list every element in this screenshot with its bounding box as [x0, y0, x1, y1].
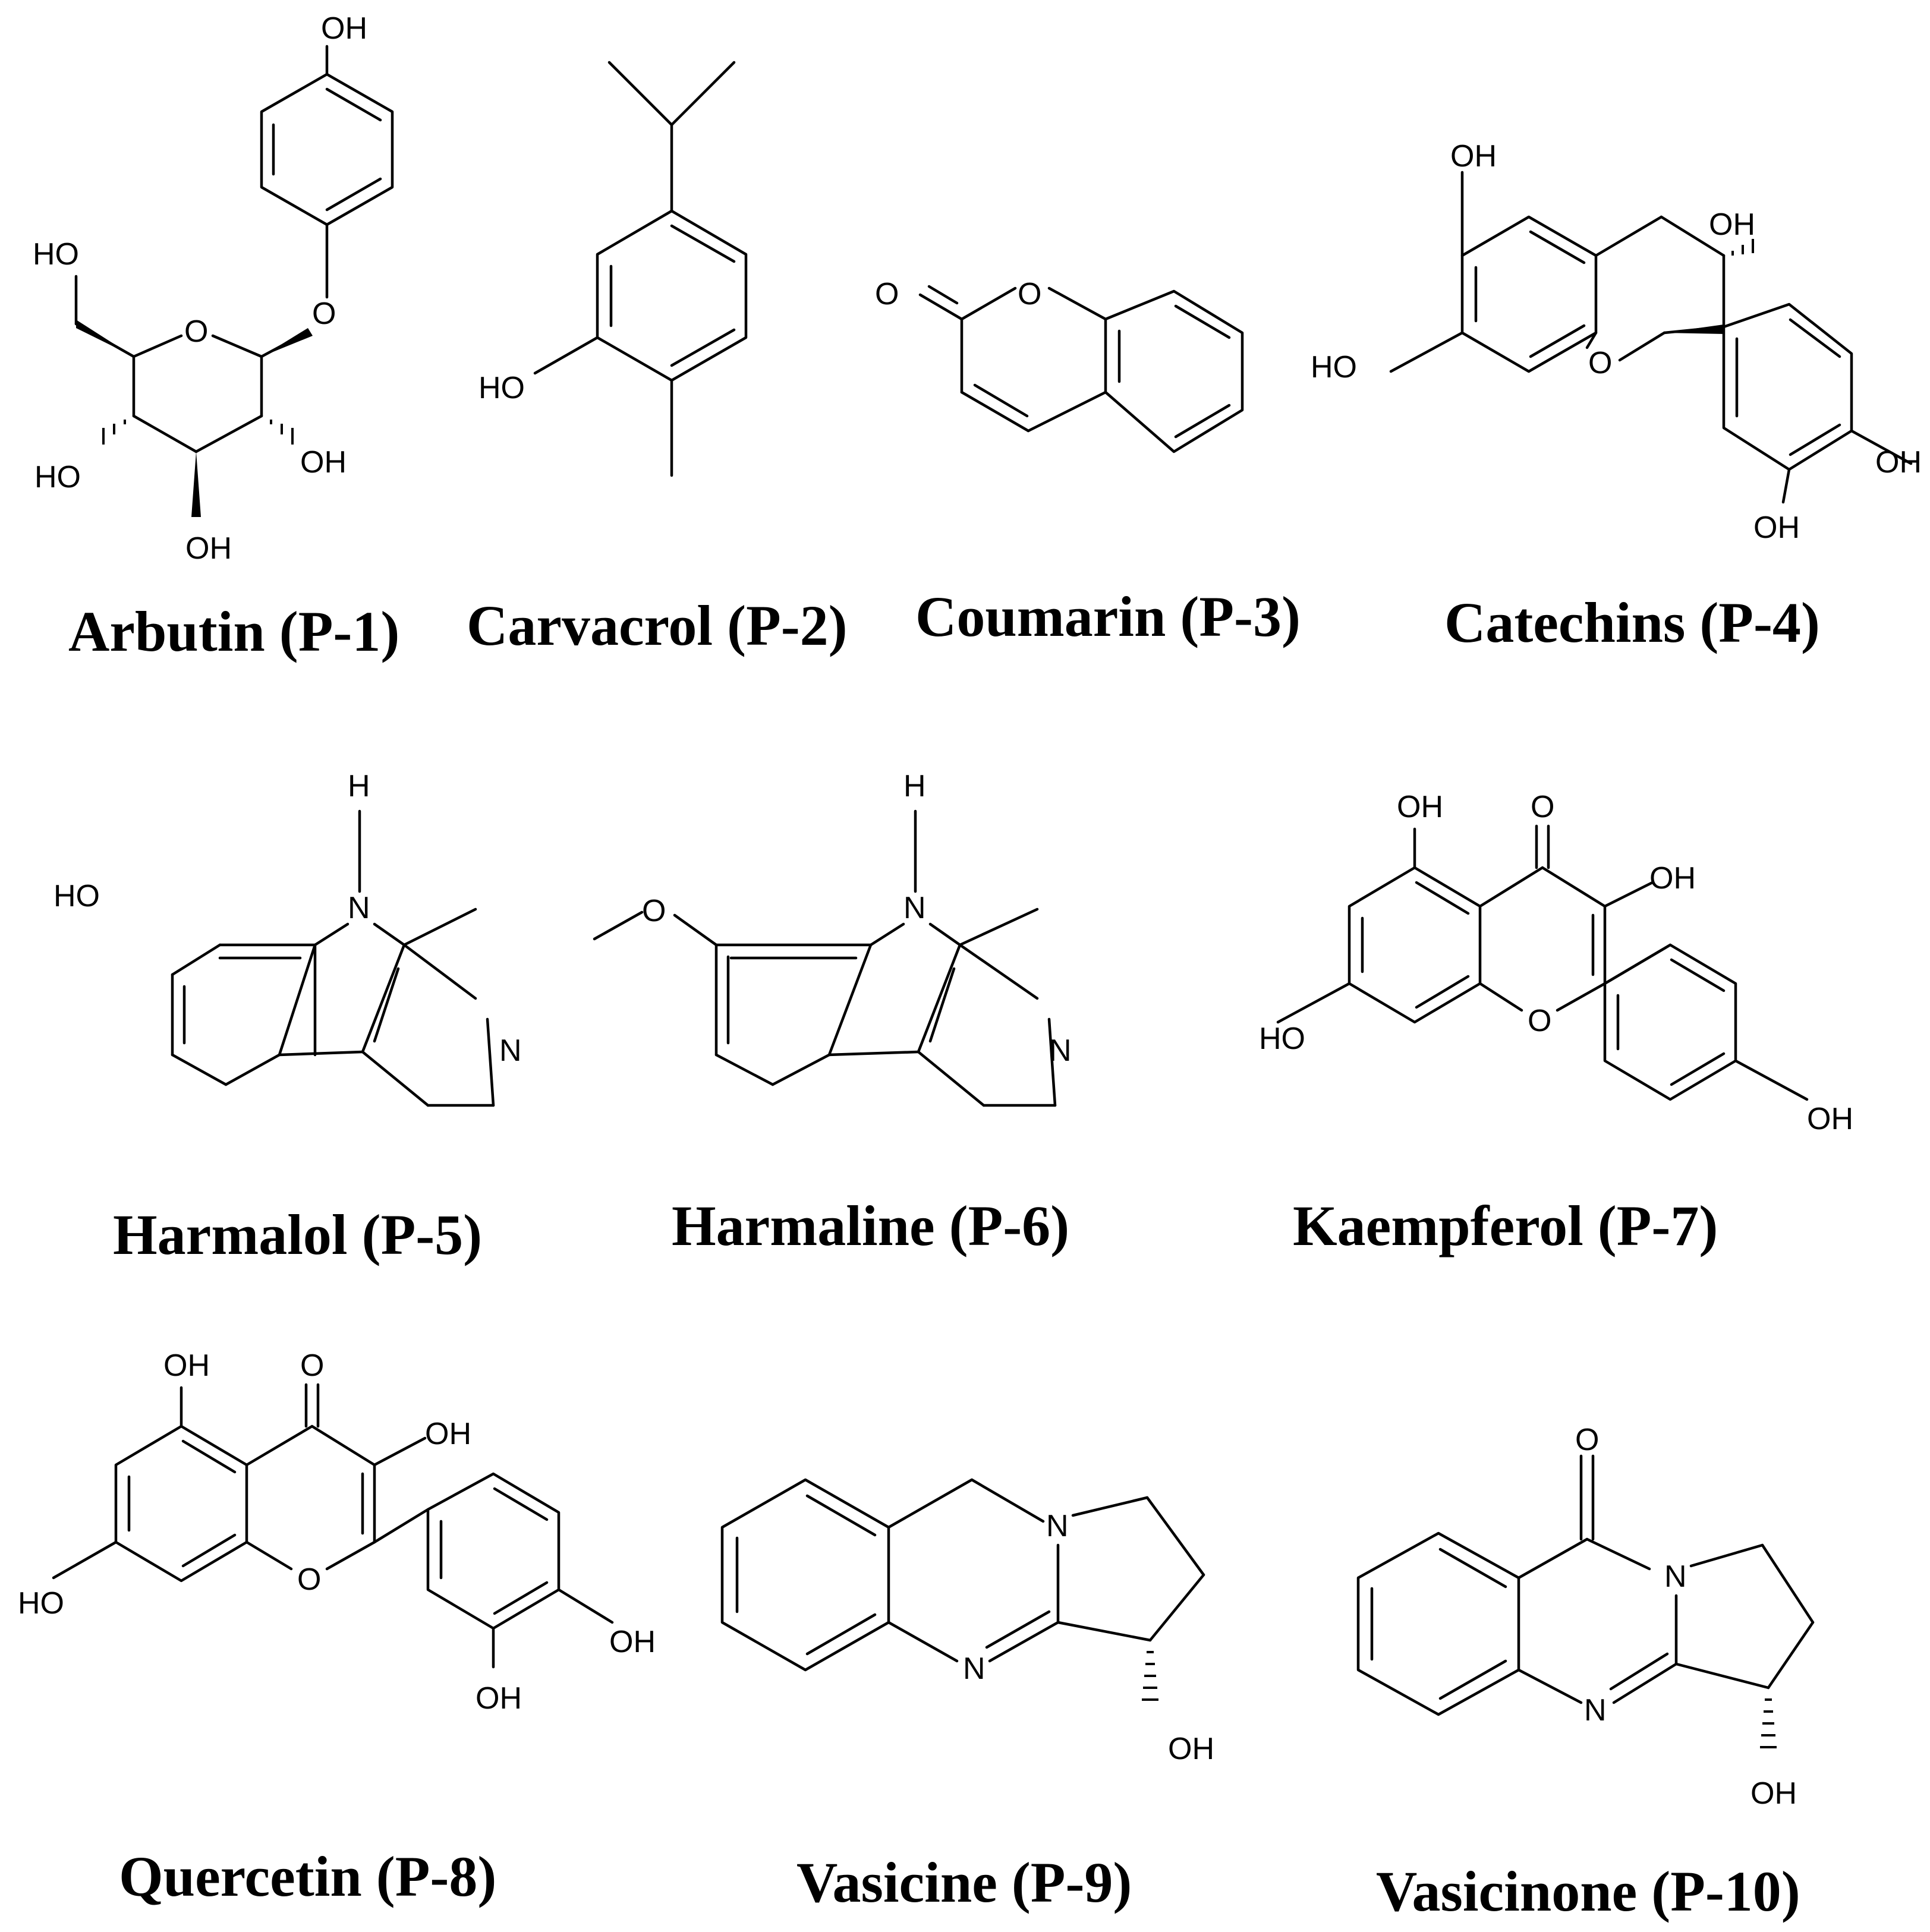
caption-vasicinone: Vasicinone (P-10): [1376, 1859, 1800, 1923]
atom-label: O: [312, 297, 336, 331]
caption-coumarin: Coumarin (P-3): [915, 585, 1301, 648]
atom-label: O: [642, 894, 666, 928]
atom-label: N: [499, 1033, 522, 1068]
caption-harmaline: Harmaline (P-6): [672, 1194, 1069, 1257]
atom-label: N: [1049, 1033, 1072, 1068]
atom-label: O: [875, 277, 899, 311]
atom-label: HO: [1259, 1022, 1305, 1056]
structure-harmaline: H O N N Harmaline (P-6): [593, 769, 1072, 1257]
caption-arbutin: Arbutin (P-1): [68, 600, 399, 663]
atom-label: OH: [1807, 1102, 1853, 1136]
atom-label: O: [300, 1348, 324, 1383]
atom-label: N: [348, 891, 370, 925]
structure-harmalol: H HO N N Harmalol (P-5): [53, 769, 522, 1266]
atom-label: OH: [185, 531, 232, 566]
atom-label: OH: [1450, 139, 1497, 174]
caption-quercetin: Quercetin (P-8): [119, 1845, 496, 1908]
atom-label: HO: [1311, 350, 1357, 384]
atom-label: OH: [425, 1417, 471, 1451]
atom-label: OH: [300, 445, 347, 480]
structure-catechins: OH OH HO O OH OH Catechins (P-4): [1311, 139, 1922, 654]
atom-label: O: [184, 314, 208, 349]
structure-coumarin: O O Coumarin (P-3): [875, 277, 1301, 648]
atom-label: OH: [1750, 1776, 1797, 1811]
caption-carvacrol: Carvacrol (P-2): [467, 594, 848, 657]
atom-label: OH: [1649, 861, 1696, 896]
atom-label: OH: [476, 1681, 522, 1716]
atom-label: O: [297, 1562, 321, 1597]
atom-label: HO: [34, 460, 81, 494]
atom-label: OH: [321, 11, 367, 46]
atom-label: HO: [478, 371, 525, 405]
atom-label: OH: [1168, 1732, 1214, 1766]
atom-label: N: [1046, 1509, 1069, 1543]
structure-carvacrol: HO Carvacrol (P-2): [467, 61, 848, 657]
atom-label: N: [963, 1652, 986, 1686]
structure-quercetin: OH O OH HO O OH OH Quercetin (P-8): [18, 1348, 656, 1908]
atom-label: O: [1528, 1004, 1551, 1038]
atom-label: N: [1584, 1693, 1607, 1728]
atom-label: O: [1588, 346, 1612, 380]
atom-label: N: [1664, 1559, 1687, 1594]
atom-label: OH: [163, 1348, 210, 1383]
atom-label: H: [903, 769, 926, 803]
atom-label: OH: [1397, 790, 1443, 824]
atom-label: OH: [1709, 207, 1755, 242]
structure-vasicine: N N OH Vasicine (P-9): [720, 1478, 1214, 1914]
caption-catechins: Catechins (P-4): [1444, 591, 1820, 654]
atom-label: OH: [1875, 445, 1922, 480]
atom-label: H: [348, 769, 370, 803]
atom-label: OH: [609, 1625, 656, 1659]
caption-vasicine: Vasicine (P-9): [796, 1851, 1132, 1914]
atom-label: O: [1018, 277, 1041, 311]
atom-label: O: [1575, 1423, 1599, 1457]
structure-vasicinone: O N N OH Vasicinone (P-10): [1356, 1423, 1815, 1923]
caption-kaempferol: Kaempferol (P-7): [1293, 1194, 1718, 1257]
atom-label: OH: [1753, 510, 1800, 545]
caption-harmalol: Harmalol (P-5): [113, 1203, 482, 1266]
atom-label: HO: [18, 1586, 64, 1621]
structure-kaempferol: OH O OH HO O OH Kaempferol (P-7): [1259, 790, 1853, 1257]
atom-label: N: [903, 891, 926, 925]
atom-label: HO: [33, 237, 79, 272]
atom-label: O: [1531, 790, 1554, 824]
atom-label: HO: [53, 879, 100, 913]
structure-arbutin: OH HO O O HO OH OH Arbutin (P-1): [33, 11, 399, 663]
